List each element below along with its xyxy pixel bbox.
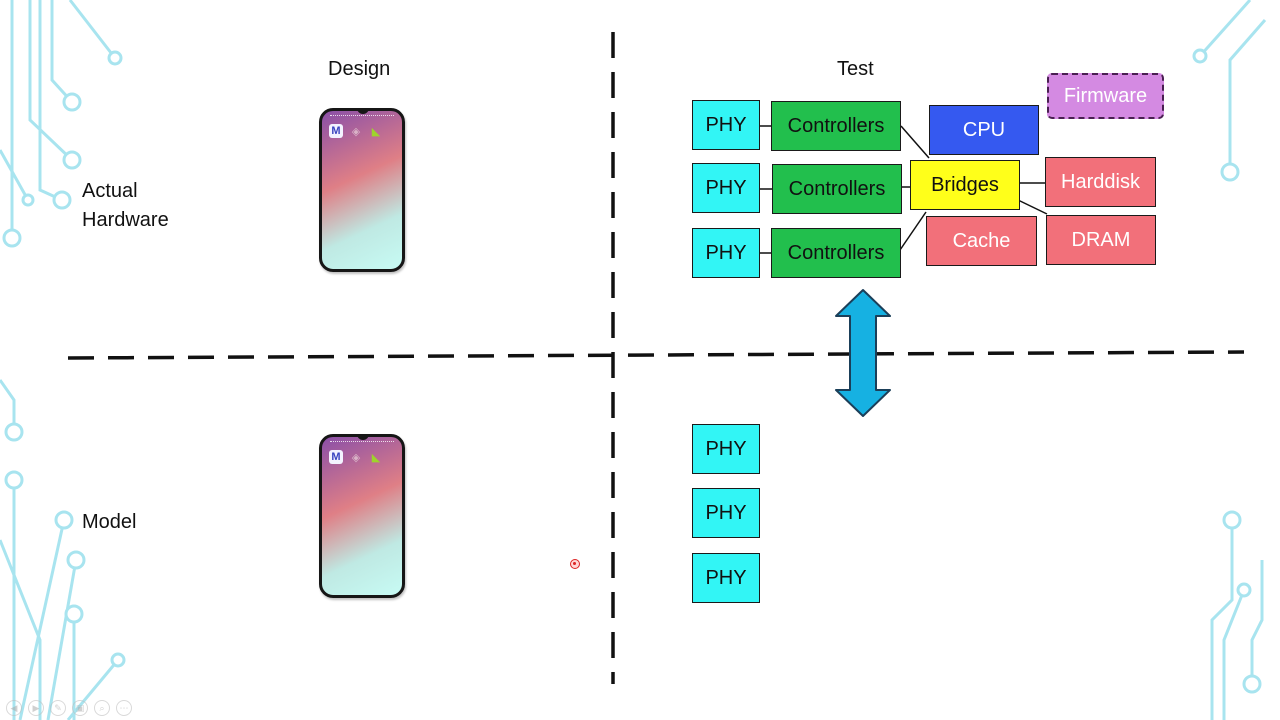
row-label-actual-hardware: Actual Hardware (82, 177, 169, 235)
app-icon: ◈ (351, 451, 361, 464)
phy-block-3: PHY (692, 228, 760, 278)
app-icon: M (329, 450, 343, 464)
row-label-hardware: Hardware (82, 209, 169, 231)
model-phy-block-3: PHY (692, 553, 760, 603)
app-icon: ◣ (371, 125, 381, 138)
controllers-block-1: Controllers (771, 101, 901, 151)
phone-status-bar (330, 441, 394, 445)
header-design: Design (328, 58, 391, 80)
app-icon: ◣ (371, 451, 381, 464)
model-phy-block-1: PHY (692, 424, 760, 474)
dram-block: DRAM (1046, 215, 1156, 265)
prev-slide-icon[interactable]: ◀ (6, 700, 22, 716)
phone-design-hardware: M ◈ ◣ (319, 108, 405, 272)
phone-status-bar (330, 115, 394, 119)
controllers-block-2: Controllers (772, 164, 902, 214)
row-label-model: Model (82, 511, 137, 533)
slideshow-controls[interactable]: ◀ ▶ ✎ ▣ ⌕ ⋯ (6, 700, 132, 716)
model-phy-block-2: PHY (692, 488, 760, 538)
pen-icon[interactable]: ✎ (50, 700, 66, 716)
more-options-icon[interactable]: ⋯ (116, 700, 132, 716)
app-icon: M (329, 124, 343, 138)
firmware-block: Firmware (1047, 73, 1164, 119)
phone-design-model: M ◈ ◣ (319, 434, 405, 598)
pointer-dot (570, 559, 580, 569)
slides-icon[interactable]: ▣ (72, 700, 88, 716)
phy-block-2: PHY (692, 163, 760, 213)
cpu-block: CPU (929, 105, 1039, 155)
header-test: Test (837, 58, 874, 80)
phone-notch (357, 111, 369, 114)
row-label-actual: Actual (82, 180, 138, 202)
harddisk-block: Harddisk (1045, 157, 1156, 207)
app-icon: ◈ (351, 125, 361, 138)
controllers-block-3: Controllers (771, 228, 901, 278)
cache-block: Cache (926, 216, 1037, 266)
bridges-block: Bridges (910, 160, 1020, 210)
phy-block-1: PHY (692, 100, 760, 150)
zoom-icon[interactable]: ⌕ (94, 700, 110, 716)
phone-notch (357, 437, 369, 440)
next-slide-icon[interactable]: ▶ (28, 700, 44, 716)
bidirectional-arrow-icon (835, 289, 891, 417)
